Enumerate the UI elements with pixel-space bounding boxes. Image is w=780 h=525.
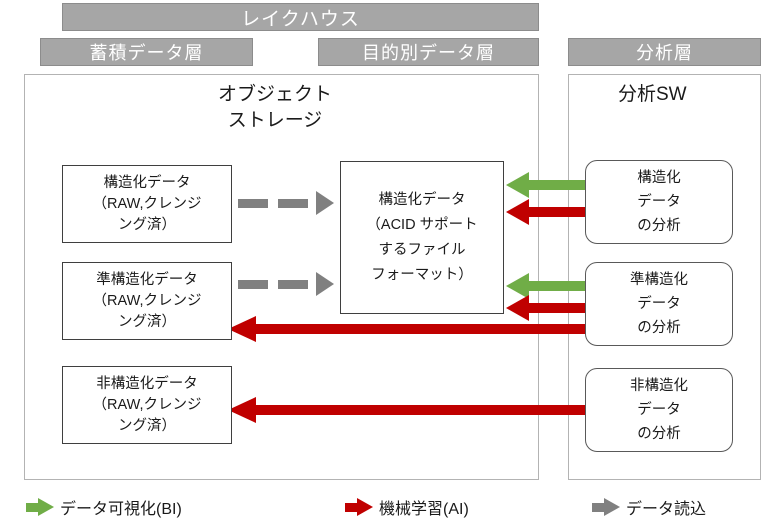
header-bar-lakehouse: レイクハウス [62,3,539,31]
purpose-box-structured-acid[interactable]: 構造化データ （ACID サポート するファイル フォーマット） [340,161,504,314]
legend-label-data-load: データ読込 [626,500,707,518]
analysis-box-semi-structured[interactable]: 準構造化 データ の分析 [585,262,733,346]
legend: データ可視化(BI) 機械学習(AI) データ読込 [0,488,780,525]
arrow-head-green-icon [506,273,529,299]
arrow-shaft-red-long [256,405,586,415]
arrow-right-green-icon [26,497,54,516]
arrow-right-red-icon [345,497,373,516]
legend-item-ai: 機械学習(AI) [345,488,469,525]
panel-title-object-storage: オブジェクト ストレージ [217,84,332,131]
arrow-shaft-green [528,180,586,190]
arrow-shaft-red-long [256,324,586,334]
arrow-head-green-icon [506,172,529,198]
header-bar-purpose-layer: 目的別データ層 [318,38,539,66]
legend-item-bi: データ可視化(BI) [26,488,182,525]
arrow-head-gray-icon [316,191,334,215]
arrow-shaft-red [528,303,586,313]
legend-label-bi: データ可視化(BI) [60,500,182,518]
gray-dash-segment [278,280,308,289]
header-bar-storage-layer: 蓄積データ層 [40,38,253,66]
gray-dash-segment [238,280,268,289]
gray-dash-segment [238,199,268,208]
legend-label-ai: 機械学習(AI) [379,500,469,518]
arrow-head-red-icon [228,397,256,423]
storage-box-unstructured[interactable]: 非構造化データ （RAW,クレンジ ング済） [62,366,232,444]
arrow-head-red-icon [228,316,256,342]
header-bar-analysis-layer: 分析層 [568,38,761,66]
analysis-box-structured[interactable]: 構造化 データ の分析 [585,160,733,244]
arrow-right-gray-icon [592,497,620,516]
arrow-shaft-green [528,281,586,291]
storage-box-semi-structured[interactable]: 準構造化データ （RAW,クレンジ ング済） [62,262,232,340]
arrow-head-red-icon [506,295,529,321]
storage-box-structured[interactable]: 構造化データ （RAW,クレンジ ング済） [62,165,232,243]
legend-item-data-load: データ読込 [592,488,706,525]
arrow-head-red-icon [506,199,529,225]
arrow-shaft-red [528,207,586,217]
gray-dash-segment [278,199,308,208]
panel-title-analysis-sw: 分析SW [618,84,687,105]
arrow-head-gray-icon [316,272,334,296]
analysis-box-unstructured[interactable]: 非構造化 データ の分析 [585,368,733,452]
